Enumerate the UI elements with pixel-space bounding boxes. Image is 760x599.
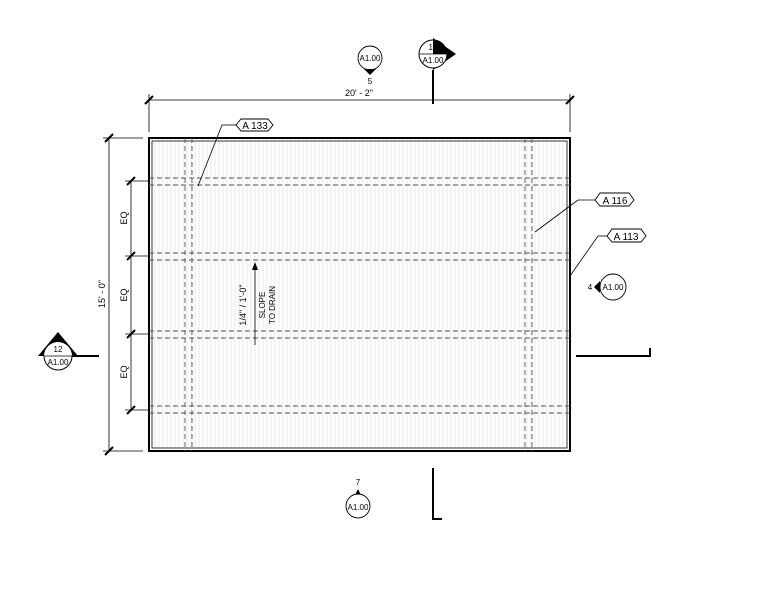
dimension-tick: [126, 329, 136, 339]
section-marker-12[interactable]: 12 A1.00: [38, 332, 99, 371]
marker-number: 7: [356, 478, 361, 487]
dimension-tick: [104, 133, 114, 143]
section-cut-bottom: [432, 468, 442, 520]
slope-annotation: 1/4" / 1'-0" SLOPE TO DRAIN: [238, 262, 277, 345]
overall-width-label: 20' - 2": [345, 88, 373, 98]
dimension-tick: [126, 176, 136, 186]
elevation-marker-7[interactable]: 7 A1.00: [345, 478, 371, 519]
dimension-tick: [565, 95, 575, 105]
marker-number: 4: [588, 283, 593, 292]
elevation-marker-5[interactable]: A1.00 5: [357, 45, 383, 86]
leader-line: [569, 235, 599, 277]
leader-line: [534, 199, 579, 233]
callout-a116[interactable]: A 116: [534, 192, 635, 233]
section-marker-13[interactable]: 13 A1.00: [418, 38, 456, 104]
callout-tag: A 133: [242, 121, 268, 132]
marker-sheet: A1.00: [348, 503, 369, 512]
marker-number: 12: [54, 345, 63, 354]
marker-arrow: [594, 281, 600, 293]
section-cut-right: [576, 348, 651, 357]
marker-sheet: A1.00: [603, 283, 624, 292]
slope-label: SLOPE: [258, 292, 267, 319]
overall-height-label: 15' - 0": [97, 280, 107, 308]
marker-fill: [44, 342, 72, 356]
callout-tag-box: [594, 192, 635, 207]
callout-tag-box: [606, 228, 647, 243]
top-dimension: 20' - 2": [144, 88, 575, 132]
left-dimension: 15' - 0": [97, 133, 143, 456]
slope-label: TO DRAIN: [268, 286, 277, 324]
roof-outline: [148, 137, 571, 452]
marker-circle: [599, 273, 627, 301]
dimension-tick: [104, 446, 114, 456]
dimension-tick: [126, 251, 136, 261]
callout-tag-box: [235, 118, 274, 132]
panel-grain: [154, 141, 564, 448]
leader-line: [197, 124, 223, 187]
slope-ratio: 1/4" / 1'-0": [238, 284, 248, 325]
marker-circle: [345, 493, 371, 519]
marker-label: 5: [368, 77, 373, 86]
marker-fill: [433, 40, 447, 54]
roof-inner-outline: [151, 140, 568, 449]
dimension-tick: [144, 95, 154, 105]
eq-label: EQ: [119, 288, 129, 301]
slope-arrow-head: [252, 262, 258, 270]
marker-sheet: A1.00: [48, 358, 69, 367]
eq-dimension-string: EQ EQ EQ: [119, 176, 149, 415]
callout-a113[interactable]: A 113: [569, 228, 647, 277]
eq-label: EQ: [119, 365, 129, 378]
callout-tag: A 113: [614, 232, 639, 243]
elevation-marker-4[interactable]: 4 A1.00: [588, 273, 627, 301]
marker-sheet: A1.00: [423, 56, 444, 65]
eq-label: EQ: [119, 211, 129, 224]
marker-sheet: A1.00: [360, 54, 381, 63]
callout-tag: A 116: [603, 196, 628, 207]
callout-a133[interactable]: A 133: [197, 118, 274, 187]
dimension-tick: [126, 405, 136, 415]
roof-panel: [148, 137, 571, 452]
marker-arrow: [364, 69, 376, 75]
marker-number: 13: [429, 43, 438, 52]
